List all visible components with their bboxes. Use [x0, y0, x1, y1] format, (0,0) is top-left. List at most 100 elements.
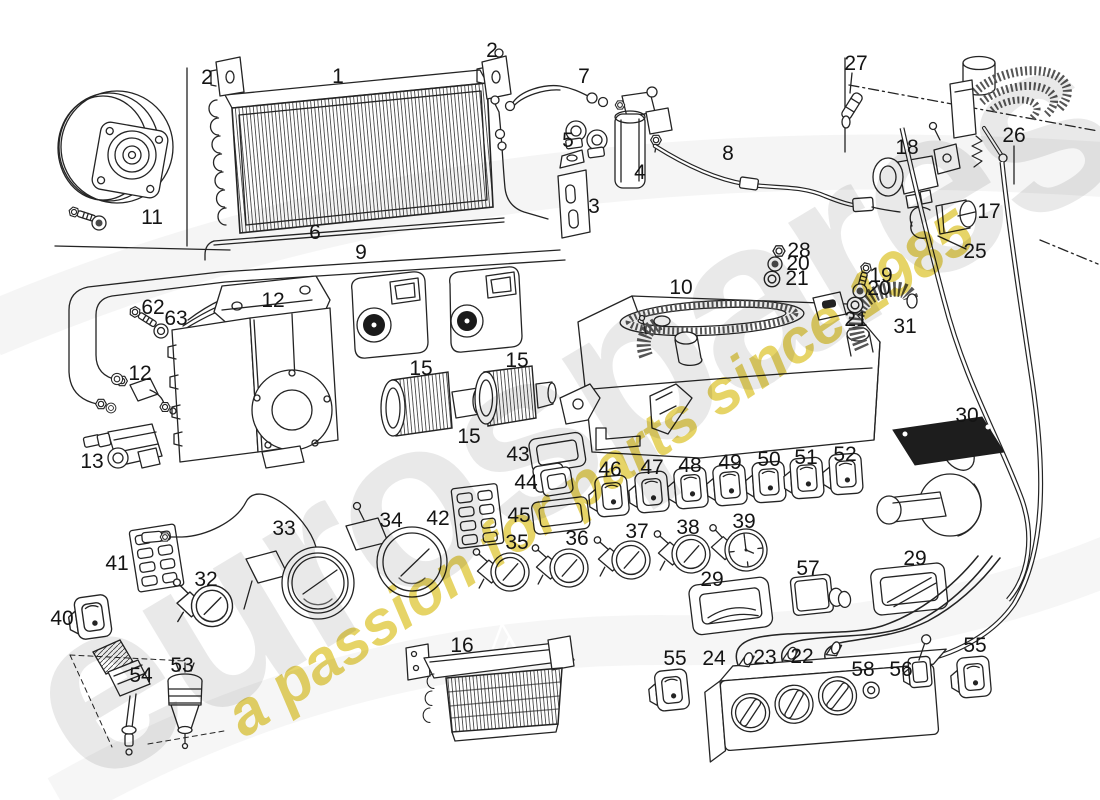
callout-8: 8 [722, 142, 734, 165]
part-53-thermostat [167, 662, 203, 750]
callout-48: 48 [678, 454, 702, 477]
callout-12: 12 [128, 362, 152, 385]
parts-22-23-24-cables [735, 555, 1001, 679]
callout-40: 40 [50, 607, 74, 630]
callout-21: 21 [844, 308, 868, 331]
part-27-clamp [841, 92, 863, 129]
callout-20: 20 [786, 252, 810, 275]
callout-51: 51 [794, 446, 818, 469]
callout-57: 57 [796, 557, 820, 580]
part-18-valve [872, 121, 961, 209]
part-34-gauge [345, 501, 448, 598]
panel-knob-2 [774, 684, 814, 724]
callout-29: 29 [903, 547, 927, 570]
callout-10: 10 [669, 276, 693, 299]
callout-56: 56 [889, 658, 913, 681]
callout-21: 21 [785, 267, 809, 290]
part-43-lens [528, 431, 587, 474]
callout-18: 18 [895, 136, 919, 159]
part-33-gauge [141, 493, 355, 620]
callout-43: 43 [506, 443, 530, 466]
callout-54: 54 [129, 664, 153, 687]
part-39-clock [709, 523, 768, 572]
part-2-bracket-left [210, 56, 245, 97]
callout-15: 15 [505, 349, 529, 372]
callout-17: 17 [977, 200, 1001, 223]
callout-28: 28 [787, 239, 811, 262]
vent-pad [971, 66, 1072, 121]
part-15-blower-housing-left [351, 271, 429, 359]
sensor-reference-dashes [69, 654, 225, 748]
callout-58: 58 [851, 658, 875, 681]
callout-12: 12 [261, 289, 285, 312]
part-1-condenser [208, 69, 494, 234]
part-5-clamps [565, 120, 608, 159]
part-11-bolts [67, 205, 107, 231]
part-45-lens [531, 496, 591, 535]
part-2-bracket-right [476, 48, 512, 100]
callout-45: 45 [507, 504, 531, 527]
part-31-corrugated-hose [848, 281, 919, 352]
callout-7: 7 [578, 65, 590, 88]
callout-34: 34 [379, 509, 403, 532]
part-13-expansion-valve [82, 423, 163, 469]
part-54-sensor [92, 639, 151, 756]
callout-13: 13 [80, 450, 104, 473]
callout-33: 33 [272, 517, 296, 540]
callout-5: 5 [562, 129, 574, 152]
panel-knob-1 [730, 693, 771, 733]
callout-37: 37 [625, 520, 649, 543]
callout-23: 23 [753, 646, 777, 669]
part-56-toggle-switch [902, 634, 933, 689]
callout-22: 22 [790, 645, 814, 668]
part-16-evaporator [405, 621, 575, 742]
part-58-control-panel [704, 641, 947, 763]
callout-15: 15 [457, 425, 481, 448]
panel-knob-3 [817, 676, 858, 716]
part-3-bracket [557, 149, 591, 239]
callout-53: 53 [170, 654, 194, 677]
callout-35: 35 [505, 531, 529, 554]
part-29-lamp-right [870, 562, 949, 616]
part-25-hose [899, 127, 1032, 602]
callout-44: 44 [514, 471, 538, 494]
callout-63: 63 [164, 307, 188, 330]
part-62-bolt [127, 304, 157, 328]
part-44-lens [532, 462, 574, 497]
part-15-blower-housing-right [449, 266, 523, 353]
callout-24: 24 [702, 647, 726, 670]
callout-15: 15 [409, 357, 433, 380]
part-15-fan-cage-right [474, 365, 557, 427]
callout-2: 2 [201, 66, 213, 89]
callout-6: 6 [309, 221, 321, 244]
callout-29: 29 [700, 568, 724, 591]
callout-55: 55 [663, 647, 687, 670]
callout-50: 50 [757, 448, 781, 471]
part-15-fan-cage-left [380, 371, 486, 437]
callout-16: 16 [450, 634, 474, 657]
part-8-hose [652, 143, 901, 213]
callout-62: 62 [141, 296, 165, 319]
part-4-receiver-drier [614, 86, 673, 189]
callout-11: 11 [141, 206, 163, 229]
callout-46: 46 [598, 458, 622, 481]
callout-20: 20 [867, 277, 891, 300]
callout-3: 3 [588, 195, 600, 218]
part-6-condenser-pipe [204, 95, 549, 261]
callout-38: 38 [676, 516, 700, 539]
callout-49: 49 [718, 451, 742, 474]
part-29-lamp-left [688, 576, 774, 636]
part-42-vent-grille [450, 483, 505, 549]
hose-bracket [812, 291, 847, 321]
callout-31: 31 [893, 315, 917, 338]
part-10-heater-box [559, 295, 881, 459]
callout-4: 4 [634, 161, 646, 184]
callout-39: 39 [732, 510, 756, 533]
callout-52: 52 [833, 443, 857, 466]
callout-26: 26 [1002, 124, 1026, 147]
callout-1: 1 [332, 65, 344, 88]
part-26-pipe [913, 161, 1044, 665]
